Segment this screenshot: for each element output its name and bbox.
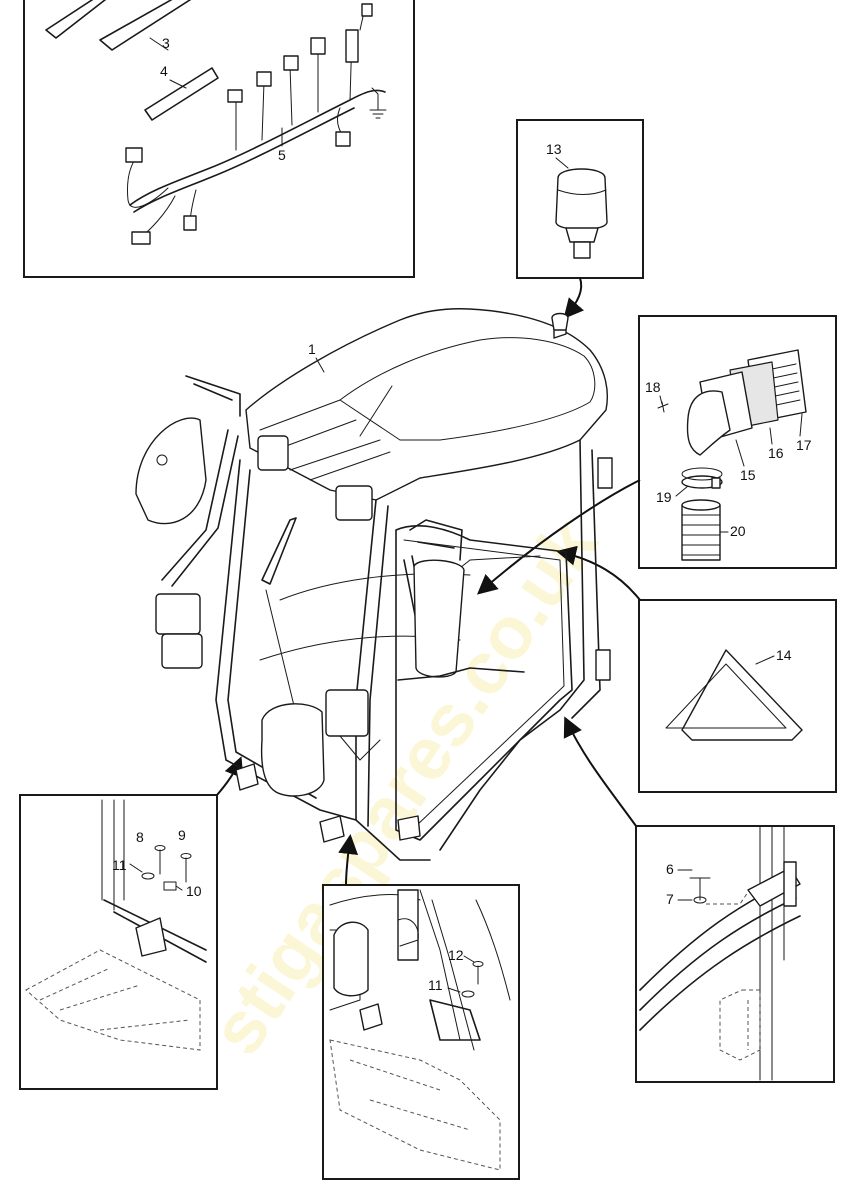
callout-1: 1 xyxy=(308,341,316,357)
cab-roof xyxy=(245,308,609,501)
callout-20: 20 xyxy=(730,523,746,539)
callout-11b: 11 xyxy=(428,977,443,993)
seal-strip-3 xyxy=(99,0,192,51)
washer-11b xyxy=(461,990,475,998)
harness-branches xyxy=(235,33,353,151)
callout-12: 12 xyxy=(448,947,464,963)
cab-right-frame xyxy=(439,439,601,851)
harness-main-cable xyxy=(129,89,386,206)
mirror-bracket-left xyxy=(161,375,241,587)
arrow-hinge xyxy=(563,716,637,827)
chassis-dashed xyxy=(329,1039,501,1171)
inset-wiring-harness: 3 4 5 xyxy=(23,0,415,278)
callout-19: 19 xyxy=(656,489,672,505)
connector-d xyxy=(310,37,326,55)
hinge-upper xyxy=(597,457,613,489)
callout-4: 4 xyxy=(160,63,168,79)
hinge-bolt xyxy=(689,877,711,901)
cab-door xyxy=(395,525,573,841)
arrow-vent xyxy=(476,479,641,595)
work-light-1 xyxy=(257,435,289,471)
inset-cab-mount-left: 8 9 11 10 xyxy=(19,756,244,1090)
callout-5: 5 xyxy=(278,147,286,163)
inset-cab-mount-front: 12 11 xyxy=(322,834,520,1180)
callout-10: 10 xyxy=(186,883,202,899)
seal-strip-4 xyxy=(144,67,219,121)
work-light-2 xyxy=(335,485,373,521)
hinge-lower xyxy=(595,649,611,681)
vent-elbow xyxy=(686,390,731,456)
arrow-mount-left xyxy=(216,756,244,796)
inset-smv-triangle: 14 xyxy=(556,545,837,793)
hinge-washer xyxy=(693,896,707,904)
seal-strip-top xyxy=(45,0,107,39)
inset-frame xyxy=(635,825,835,1083)
mirror-left xyxy=(135,417,207,525)
connector-a xyxy=(227,89,243,103)
ground-symbol xyxy=(369,87,387,119)
harness-main-cable-2 xyxy=(133,107,355,213)
mount-block xyxy=(135,917,167,957)
beacon-base xyxy=(565,227,599,243)
arrow-beacon xyxy=(563,277,585,320)
wiper-blade xyxy=(261,517,297,585)
inset-ventilation: 18 15 16 17 19 20 xyxy=(476,315,837,595)
connector-b xyxy=(256,71,272,87)
door-handle xyxy=(397,667,525,681)
washer-11 xyxy=(141,872,155,880)
callout-7: 7 xyxy=(666,891,674,907)
washer-reservoir xyxy=(260,703,325,797)
smv-sign-outer xyxy=(681,649,803,741)
callout-3: 3 xyxy=(162,35,170,51)
chassis-dashed xyxy=(25,949,201,1051)
callout-11: 11 xyxy=(112,857,127,873)
callout-14: 14 xyxy=(776,647,792,663)
callout-15: 15 xyxy=(740,467,756,483)
callout-13: 13 xyxy=(546,141,562,157)
connector-e xyxy=(345,29,359,63)
callout-17: 17 xyxy=(796,437,812,453)
callout-8: 8 xyxy=(136,829,144,845)
side-light-1 xyxy=(155,593,201,635)
arrow-mount-front xyxy=(338,834,359,886)
callout-16: 16 xyxy=(768,445,784,461)
inset-door-hinge: 6 7 xyxy=(563,716,835,1083)
cab-assembly: 1 xyxy=(135,308,613,861)
side-light-2 xyxy=(161,633,203,669)
mirror-bracket-right xyxy=(403,519,463,641)
smv-sign-inner xyxy=(665,663,787,729)
inset-beacon: 13 xyxy=(516,119,644,320)
antenna xyxy=(359,385,393,437)
arrow-smv xyxy=(556,545,641,601)
inset-frame xyxy=(638,315,837,569)
connector-c xyxy=(283,55,299,71)
callout-6: 6 xyxy=(666,861,674,877)
mirror-right xyxy=(413,559,465,678)
callout-9: 9 xyxy=(178,827,186,843)
inset-frame xyxy=(19,794,218,1090)
beacon-dome xyxy=(555,168,608,231)
callout-18: 18 xyxy=(645,379,661,395)
wiper-arm xyxy=(265,589,297,715)
vent-hose xyxy=(681,504,721,561)
